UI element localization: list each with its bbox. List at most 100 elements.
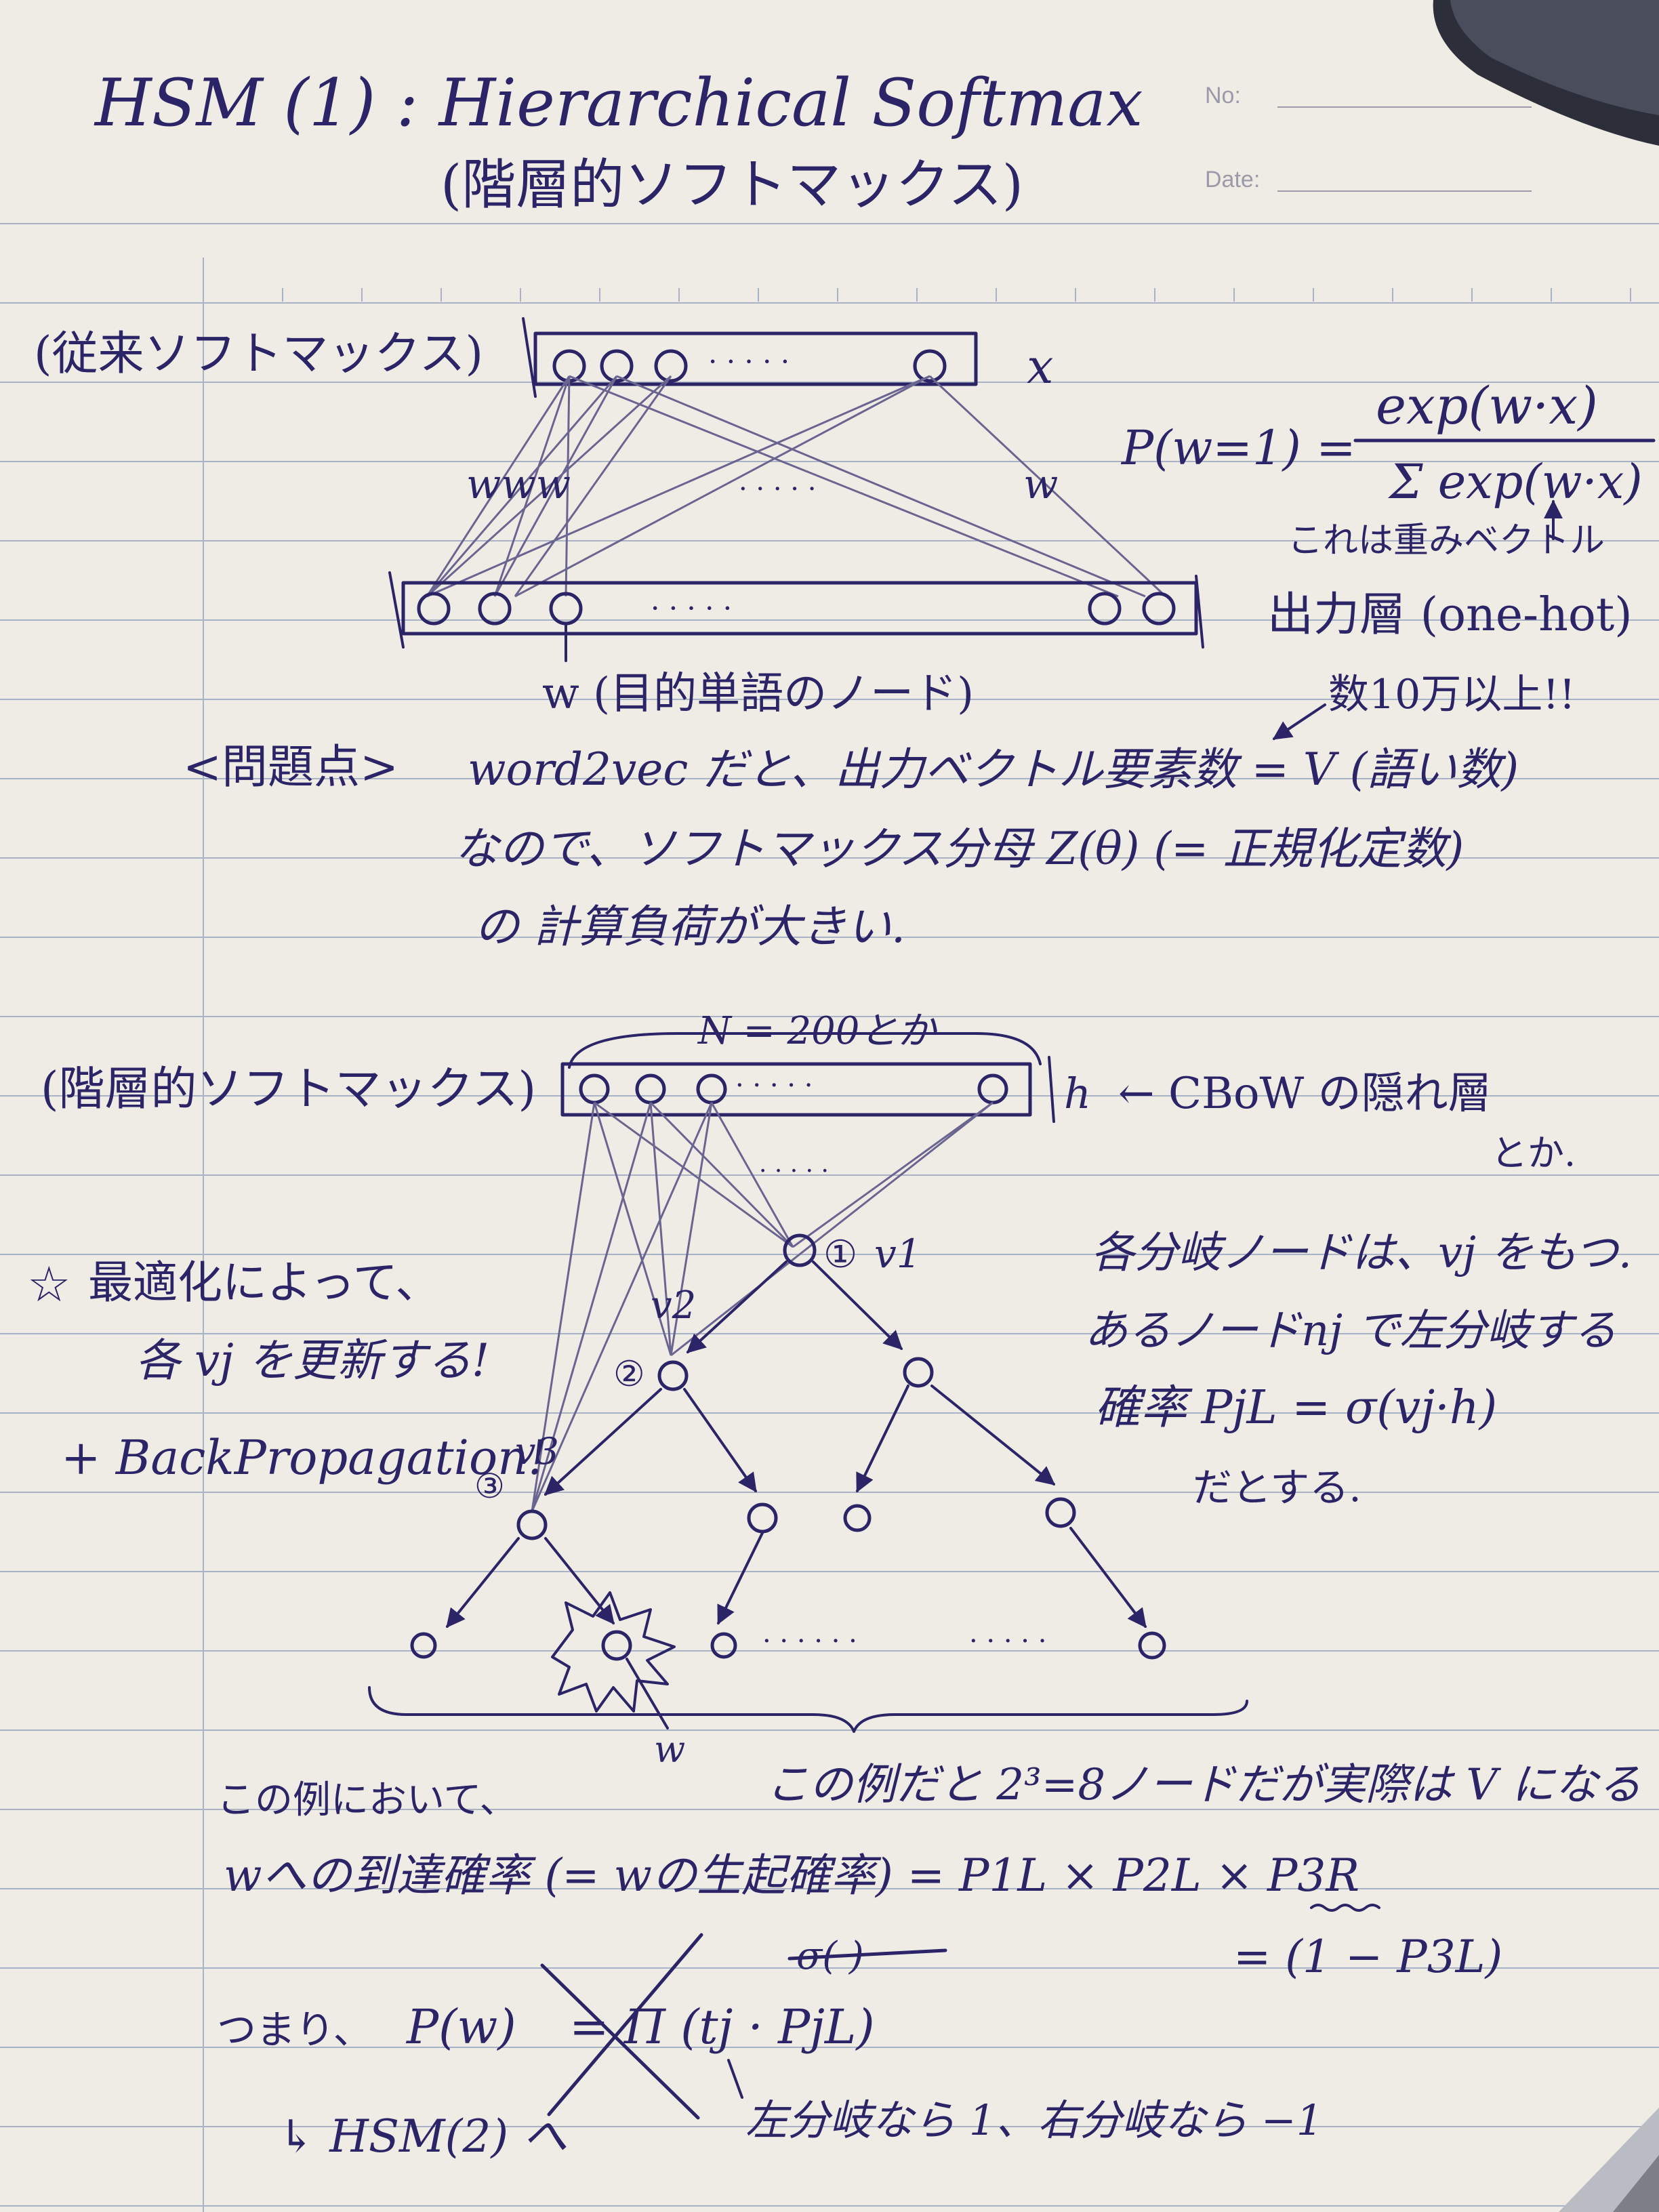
leaf-dots: · · · · · <box>969 1626 1046 1657</box>
tree-node <box>747 1502 778 1534</box>
tree-node-3-vector: v3 <box>515 1430 559 1473</box>
leaf-node <box>710 1632 737 1659</box>
p3r-underline <box>1310 1904 1380 1912</box>
leaves-brace <box>368 1686 1248 1733</box>
tree-node-2-vector: v2 <box>651 1284 696 1328</box>
cross-out-mark <box>540 1933 703 2120</box>
tree-node-1-marker: ① <box>823 1233 857 1277</box>
problem-label: <問題点> <box>183 741 398 794</box>
target-leaf-pointer <box>626 1658 669 1729</box>
next-page-link[interactable]: ↳ HSM(2) へ <box>278 2110 567 2163</box>
opt-line-2: 各 vj を更新する! <box>136 1334 489 1387</box>
output-layer-box <box>401 581 1198 636</box>
input-dots: · · · · · <box>708 345 790 378</box>
input-node <box>600 349 634 383</box>
weight-label: w <box>1023 461 1058 508</box>
hundred-thousand-note: 数10万以上!! <box>1328 671 1576 718</box>
output-layer-label: 出力層 (one-hot) <box>1267 588 1633 642</box>
tree-arrows <box>446 1261 1147 1629</box>
output-layer-edge <box>388 571 405 649</box>
no-label: No: <box>1205 83 1241 108</box>
pw-label: P(w) <box>405 1999 516 2055</box>
input-node <box>654 349 688 383</box>
page-subtitle: (階層的ソフトマックス) <box>441 153 1023 216</box>
input-layer-edge <box>522 317 537 398</box>
leaf-node <box>410 1632 437 1659</box>
reach-probability: wへの到達確率 (= wの生起確率) = P1L × P2L × P3R <box>224 1849 1359 1902</box>
strike-line <box>787 1948 947 1961</box>
date-label: Date: <box>1205 167 1260 192</box>
n-brace <box>568 1032 1042 1069</box>
ruled-lines <box>0 223 1659 2207</box>
tree-node <box>903 1357 934 1388</box>
tree-node-3 <box>516 1509 548 1540</box>
target-leaf-node <box>601 1630 632 1661</box>
tree-node-2-marker: ② <box>613 1354 645 1395</box>
page-title: HSM (1) : Hierarchical Softmax <box>94 65 1143 141</box>
t-note: 左分岐なら 1、右分岐なら −1 <box>745 2095 1323 2145</box>
opt-line-1: 最適化によって、 <box>88 1256 440 1309</box>
weight-vector-note: これは重みベクトル <box>1288 520 1605 561</box>
output-dots: · · · · · <box>651 592 732 625</box>
example-section: この例だと 2³=8ノードだが実際は V になる この例において、 wへの到達確… <box>217 1760 1641 2163</box>
hidden-layer-edge <box>1048 1056 1055 1123</box>
branch-note-1: 各分岐ノードは、vj をもつ. <box>1091 1228 1632 1278</box>
leaf-dots: · · · · · · <box>762 1626 857 1657</box>
formula-numerator: exp(w·x) <box>1376 375 1598 436</box>
cbow-note-cont: とか. <box>1491 1132 1576 1174</box>
page-header: HSM (1) : Hierarchical Softmax (階層的ソフトマッ… <box>94 65 1532 216</box>
fully-connected-edges <box>426 375 1167 598</box>
output-node <box>1142 592 1176 626</box>
hidden-layer-box <box>560 1062 1032 1117</box>
product-expression: = Π (tj · PjL) <box>569 1999 875 2055</box>
target-leaf-label: w <box>654 1728 685 1771</box>
hierarchical-softmax-section: (階層的ソフトマックス) N = 200とか · · · · · h ← CBo… <box>27 1009 1632 1771</box>
branch-note-2: あるノードnj で左分岐する <box>1084 1306 1616 1356</box>
opt-star: ☆ <box>27 1256 71 1313</box>
nodes-count-note: この例だと 2³=8ノードだが実際は V になる <box>766 1760 1641 1810</box>
input-node <box>913 349 947 383</box>
output-node <box>478 592 512 626</box>
formula-lhs: P(w=1) = <box>1120 420 1356 476</box>
problem-line-3: の 計算負荷が大きい. <box>474 901 905 953</box>
input-layer-box <box>533 331 978 386</box>
branch-note-4: だとする. <box>1193 1465 1361 1511</box>
tree-node <box>843 1504 872 1532</box>
hierarchical-heading: (階層的ソフトマックス) <box>41 1063 536 1116</box>
conventional-softmax-section: (従来ソフトマックス) · · · · · x www · · · · · w <box>34 317 1656 740</box>
tree-node-2 <box>657 1360 689 1391</box>
pen-cap-decoration <box>1433 0 1659 146</box>
output-layer-edge <box>1195 575 1204 649</box>
cbow-note: ← CBoW の隠れ層 <box>1118 1069 1492 1119</box>
weights-dots: · · · · · <box>739 474 816 505</box>
tree-node-1 <box>783 1233 817 1267</box>
branch-note-3: 確率 PjL = σ(vj·h) <box>1094 1381 1497 1435</box>
n-size-label: N = 200とか <box>697 1009 937 1053</box>
example-intro: この例において、 <box>217 1778 518 1822</box>
t-note-pointer <box>727 2059 743 2099</box>
target-node-label: w (目的単語のノード) <box>542 669 974 719</box>
tree-node <box>1045 1497 1076 1528</box>
tree-node-1-vector: v1 <box>874 1231 922 1277</box>
p3r-equivalence: = (1 − P3L) <box>1233 1931 1502 1983</box>
formula-denominator: Σ exp(w·x) <box>1387 454 1643 510</box>
hidden-to-node-edges <box>531 1101 994 1512</box>
output-node <box>417 592 451 626</box>
tree-node-3-marker: ③ <box>474 1467 505 1506</box>
output-node <box>1088 592 1122 626</box>
edges-dots: · · · · · <box>759 1158 829 1185</box>
conventional-heading: (従来ソフトマックス) <box>34 327 483 381</box>
problem-line-1: word2vec だと、出力ベクトル要素数 = V (語い数) <box>468 743 1519 796</box>
problem-section: <問題点> word2vec だと、出力ベクトル要素数 = V (語い数) なの… <box>183 741 1519 953</box>
target-leaf-burst <box>551 1591 676 1713</box>
pen-tip-decoration <box>1559 2108 1659 2212</box>
note-pointer <box>1272 703 1326 740</box>
leaf-node <box>1138 1631 1166 1660</box>
tsumari-label: つまり、 <box>217 2007 373 2053</box>
opt-line-3: + BackPropagation! <box>61 1430 547 1486</box>
input-vector-label: x <box>1027 339 1053 394</box>
hidden-vector-label: h <box>1064 1069 1091 1118</box>
problem-line-2: なので、ソフトマックス分母 Z(θ) (= 正規化定数) <box>454 823 1464 875</box>
